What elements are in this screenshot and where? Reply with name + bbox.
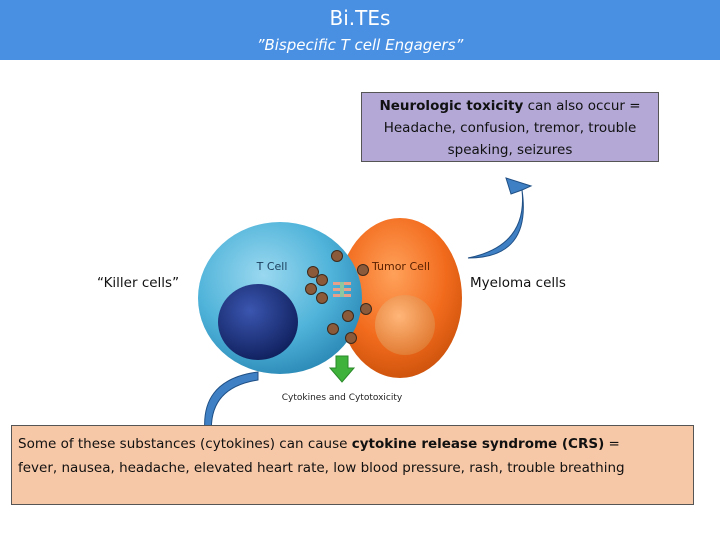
tumor-nucleus — [375, 295, 435, 355]
crs-line-1-post: = — [604, 436, 620, 452]
neuro-line-2: Headache, confusion, tremor, trouble — [383, 120, 637, 136]
cytokines-caption: Cytokines and Cytotoxicity — [282, 393, 403, 403]
crs-bold-term: cytokine release syndrome (CRS) — [351, 436, 605, 452]
neuro-line-3: speaking, seizures — [447, 142, 573, 158]
crs-line-1-pre: Some of these substances (cytokines) can… — [18, 436, 352, 452]
t-cell-label: T Cell — [256, 260, 288, 273]
page-subtitle: ”Bispecific T cell Engagers” — [256, 36, 464, 54]
myeloma-cells-label: Myeloma cells — [470, 275, 566, 291]
tumor-cell-label: Tumor Cell — [371, 260, 430, 273]
bite-engagers — [333, 282, 351, 297]
t-cell-nucleus — [218, 284, 298, 360]
cytokine-granules — [305, 250, 372, 344]
page-title: Bi.TEs — [329, 6, 391, 30]
header-bar: Bi.TEs ”Bispecific T cell Engagers” — [0, 0, 720, 60]
neurologic-toxicity-box: Neurologic toxicity can also occur = Hea… — [361, 92, 659, 162]
curved-arrow-up-icon — [467, 177, 533, 259]
killer-cells-label: “Killer cells” — [97, 275, 180, 291]
neuro-line-1-rest: can also occur = — [523, 98, 641, 114]
green-down-arrow-icon — [328, 355, 356, 383]
crs-line-1: Some of these substances (cytokines) can… — [18, 432, 687, 456]
crs-line-2: fever, nausea, headache, elevated heart … — [18, 460, 625, 476]
neuro-line-1: Neurologic toxicity can also occur = — [362, 95, 658, 117]
neuro-bold-term: Neurologic toxicity — [379, 98, 524, 114]
crs-box: Some of these substances (cytokines) can… — [11, 425, 694, 505]
